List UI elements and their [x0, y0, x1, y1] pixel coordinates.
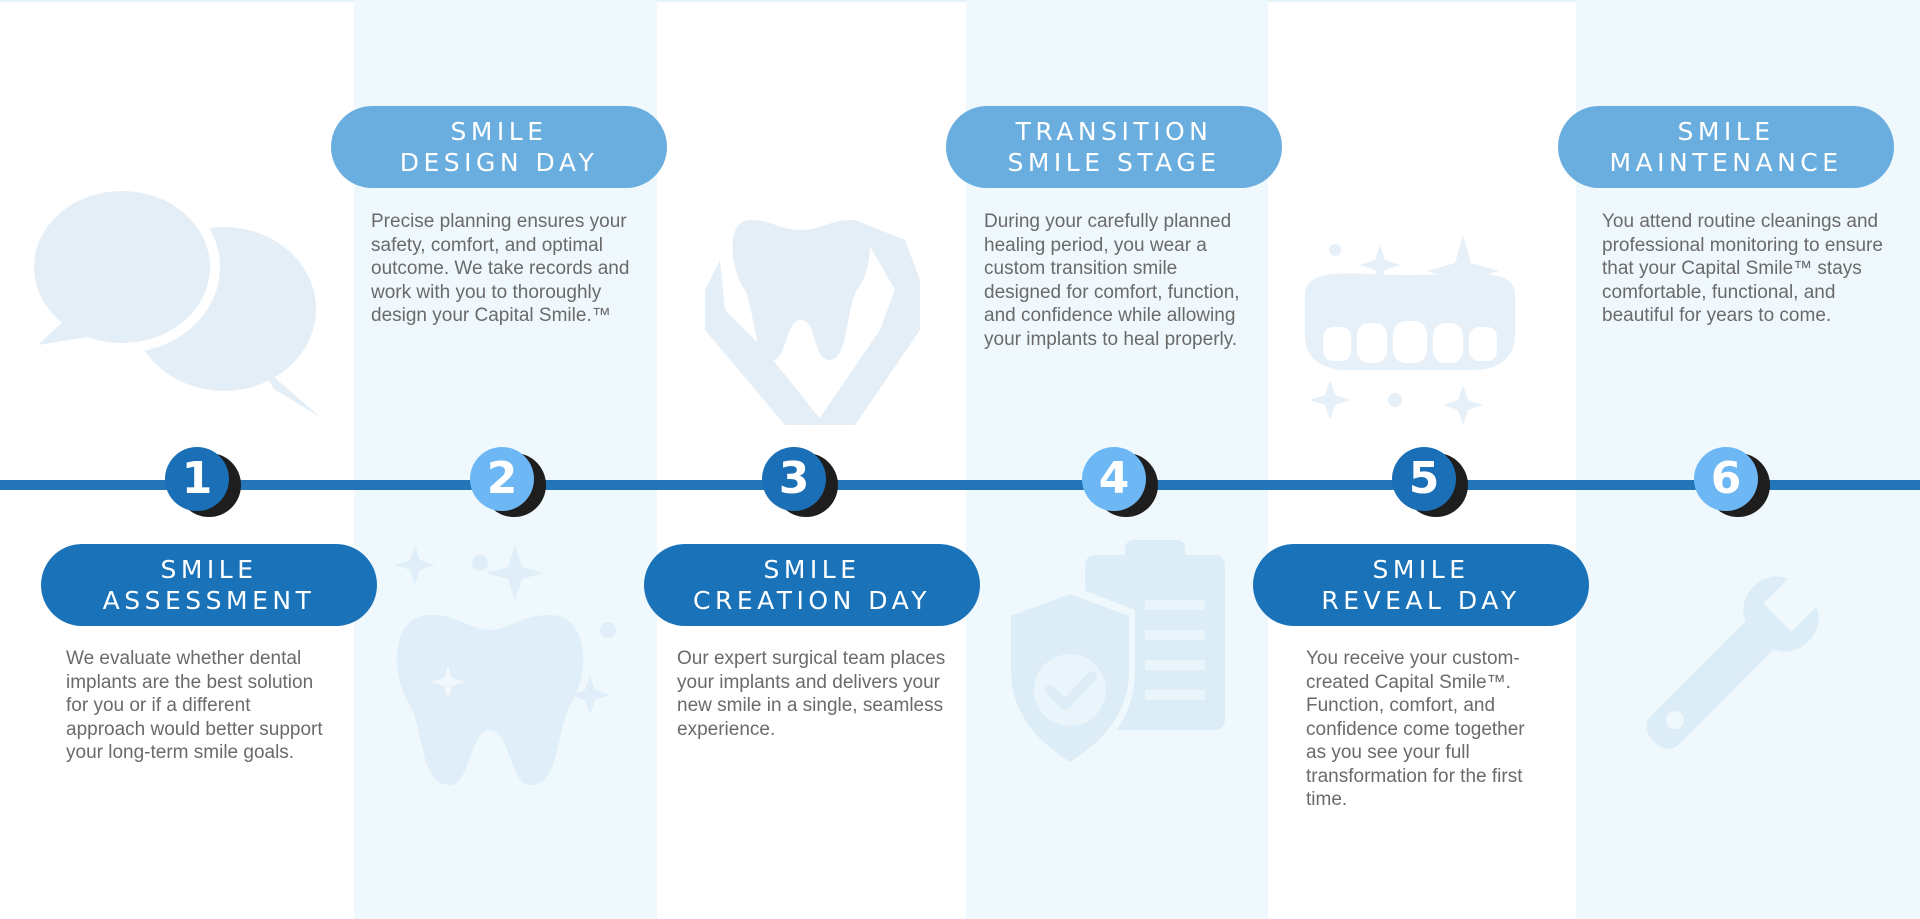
step-1-title-pill: SMILE ASSESSMENT [41, 544, 377, 626]
wrench-icon [1620, 545, 1850, 775]
step-5-number: 5 [1392, 447, 1456, 511]
speech-bubbles-icon [30, 185, 330, 425]
step-3-title-pill: SMILE CREATION DAY [644, 544, 980, 626]
step-4-description: During your carefully planned healing pe… [984, 211, 1240, 350]
step-2-title: SMILE DESIGN DAY [399, 117, 599, 177]
step-5-marker: 5 [1392, 447, 1468, 517]
step-6-title-pill: SMILE MAINTENANCE [1558, 106, 1894, 188]
step-1-title: SMILE ASSESSMENT [102, 555, 316, 615]
step-5-description: You receive your custom-created Capital … [1306, 648, 1525, 810]
step-5-title-pill: SMILE REVEAL DAY [1253, 544, 1589, 626]
step-4-title-pill: TRANSITION SMILE STAGE [946, 106, 1282, 188]
step-2-description: Precise planning ensures your safety, co… [371, 211, 630, 326]
step-1-number: 1 [165, 447, 229, 511]
step-5-title: SMILE REVEAL DAY [1321, 555, 1521, 615]
step-2-marker: 2 [470, 447, 546, 517]
step-6-description: You attend routine cleanings and profess… [1602, 211, 1883, 326]
step-2-title-pill: SMILE DESIGN DAY [331, 106, 667, 188]
top-border [0, 0, 1920, 2]
step-4-title: TRANSITION SMILE STAGE [1007, 117, 1221, 177]
timeline-line [0, 480, 1920, 490]
step-3-title: SMILE CREATION DAY [693, 555, 931, 615]
sparkling-teeth-icon [1295, 235, 1525, 425]
step-6-marker: 6 [1694, 447, 1770, 517]
step-4-marker: 4 [1082, 447, 1158, 517]
step-1-marker: 1 [165, 447, 241, 517]
step-6-number: 6 [1694, 447, 1758, 511]
sparkling-tooth-icon [370, 535, 620, 795]
tooth-in-hand-icon [705, 180, 925, 425]
step-3-description: Our expert surgical team places your imp… [677, 648, 946, 740]
step-2-number: 2 [470, 447, 534, 511]
step-3-marker: 3 [762, 447, 838, 517]
step-4-number: 4 [1082, 447, 1146, 511]
step-6-title: SMILE MAINTENANCE [1609, 117, 1843, 177]
step-3-number: 3 [762, 447, 826, 511]
shield-clipboard-icon [1005, 540, 1235, 775]
step-1-description: We evaluate whether dental implants are … [66, 648, 323, 763]
